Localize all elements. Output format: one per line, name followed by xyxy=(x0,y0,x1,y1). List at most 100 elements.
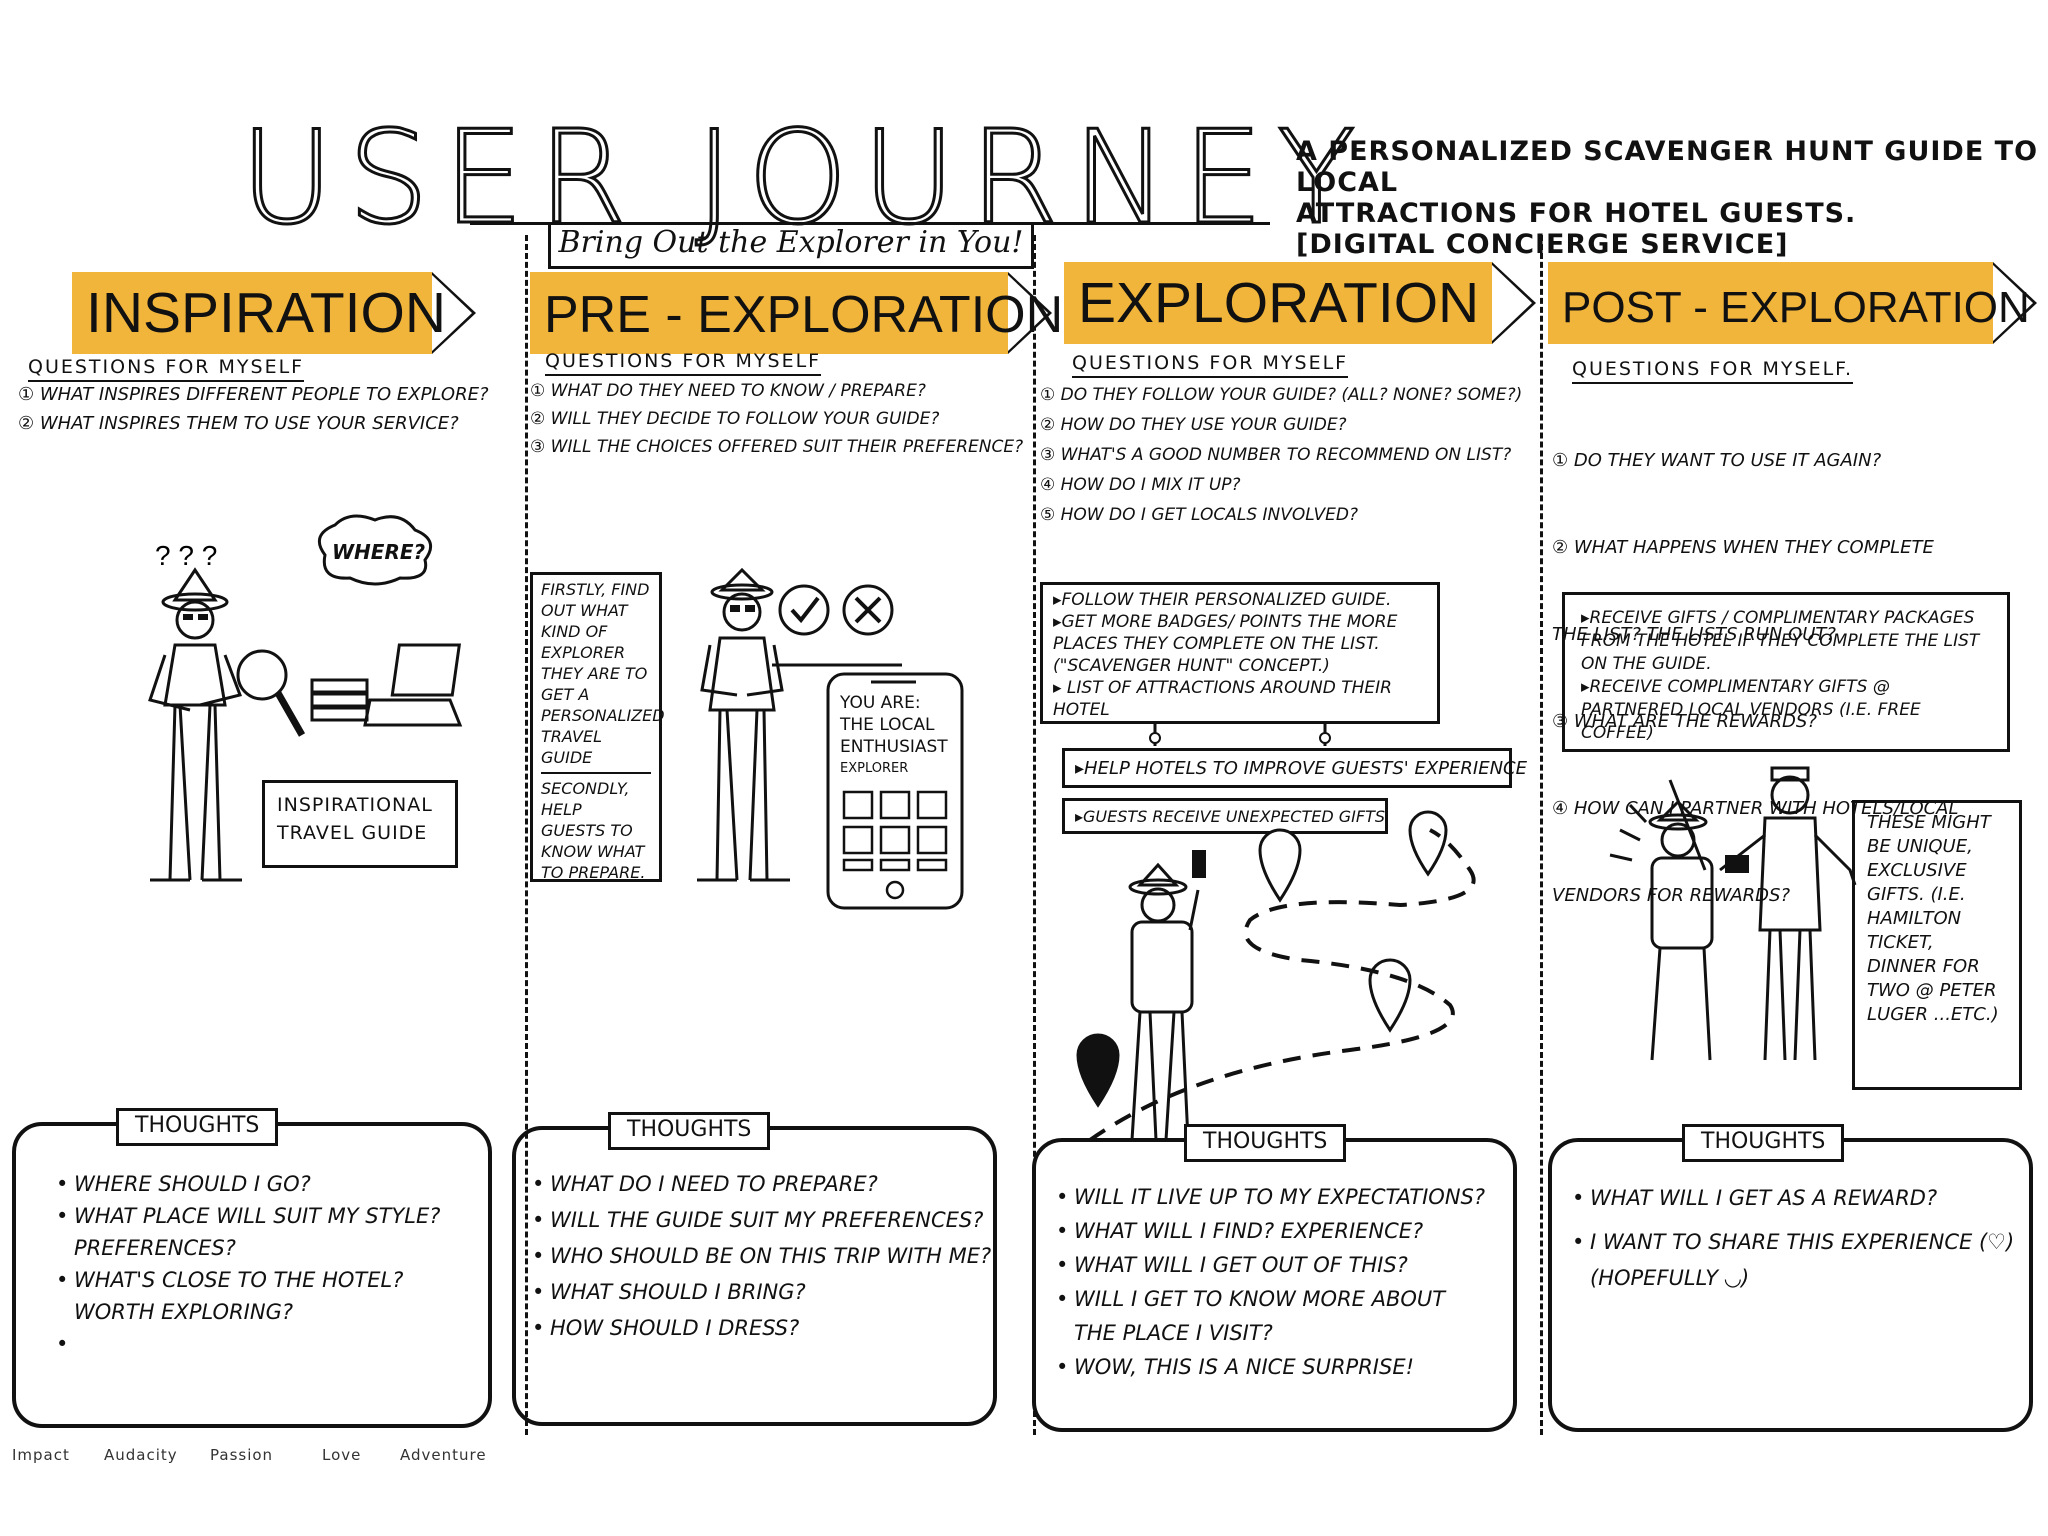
stage-title: INSPIRATION xyxy=(86,281,446,345)
question-item: ① DO THEY WANT TO USE IT AGAIN? xyxy=(1552,450,1882,471)
question-item: ② WHAT INSPIRES THEM TO USE YOUR SERVICE… xyxy=(18,413,459,434)
reward-item: ▸RECEIVE GIFTS / COMPLIMENTARY PACKAGES … xyxy=(1581,608,1980,674)
banner-arrow xyxy=(1492,262,1536,344)
check-and-cross-icon xyxy=(778,584,894,636)
magnifier-icon xyxy=(236,649,306,737)
banner-fill xyxy=(1548,262,1993,344)
phone-icon xyxy=(826,672,964,910)
thought-item: I WANT TO SHARE THIS EXPERIENCE (♡) (HOP… xyxy=(1572,1224,2029,1296)
thoughts-heading: THOUGHTS xyxy=(116,1108,279,1146)
person-with-phone-illustration xyxy=(697,567,902,882)
feature-item: ▸ LIST OF ATTRACTIONS AROUND THEIR HOTEL xyxy=(1053,678,1392,720)
questions-list-exploration: ① DO THEY FOLLOW YOUR GUIDE? (ALL? NONE?… xyxy=(1040,380,1522,530)
thought-cloud-icon xyxy=(317,514,433,586)
thought-item: WILL THE GUIDE SUIT MY PREFERENCES? xyxy=(532,1202,993,1238)
footer-value: Love xyxy=(322,1446,362,1464)
thought-item: WHAT SHOULD I BRING? xyxy=(532,1274,993,1310)
map-pin-icon xyxy=(1408,810,1448,877)
footer-value: Adventure xyxy=(400,1446,487,1464)
exclusive-gifts-note: THESE MIGHT BE UNIQUE, EXCLUSIVE GIFTS. … xyxy=(1852,800,2022,1090)
question-item: THE LIST? THE LISTS RUN OUT? xyxy=(1552,624,1836,645)
guest-receiving-gift-illustration xyxy=(1609,766,1857,1061)
pre-exploration-notes: FIRSTLY, FIND OUT WHAT KIND OF EXPLORER … xyxy=(530,572,665,882)
banner-arrow xyxy=(1993,262,2037,344)
thoughts-heading: THOUGHTS xyxy=(1184,1124,1347,1162)
question-item: ① DO THEY FOLLOW YOUR GUIDE? (ALL? NONE?… xyxy=(1040,385,1523,405)
thoughts-box-pre-exploration: THOUGHTS WHAT DO I NEED TO PREPARE? WILL… xyxy=(512,1112,997,1426)
feature-item: ▸FOLLOW THEIR PERSONALIZED GUIDE. xyxy=(1053,590,1392,610)
questions-heading: QUESTIONS FOR MYSELF. xyxy=(1572,358,1854,384)
stage-banner-post-exploration: POST - EXPLORATION xyxy=(1548,262,2038,344)
thought-item: WHAT WILL I GET AS A REWARD? xyxy=(1572,1180,2029,1216)
map-pin-filled-icon xyxy=(1076,1033,1120,1108)
subtitle-line-1: A PERSONALIZED SCAVENGER HUNT GUIDE TO L… xyxy=(1296,136,2039,198)
stage-banner-inspiration: INSPIRATION xyxy=(72,272,476,354)
column-divider xyxy=(525,235,528,1435)
feature-item: ▸GET MORE BADGES/ POINTS THE MORE PLACES… xyxy=(1053,612,1398,676)
question-item: ④ HOW CAN I PARTNER WITH HOTELS/LOCAL xyxy=(1552,798,1959,819)
phone-line-3: EXPLORER xyxy=(840,761,909,776)
exploration-features-box: ▸FOLLOW THEIR PERSONALIZED GUIDE. ▸GET M… xyxy=(1040,582,1440,724)
thought-item: WHAT WILL I GET OUT OF THIS? xyxy=(1056,1248,1513,1282)
questions-list-inspiration: ① WHAT INSPIRES DIFFERENT PEOPLE TO EXPL… xyxy=(18,380,489,438)
connector-pins xyxy=(1149,722,1331,746)
thoughts-box-exploration: THOUGHTS WILL IT LIVE UP TO MY EXPECTATI… xyxy=(1032,1124,1517,1432)
note-firstly: FIRSTLY, FIND OUT WHAT KIND OF EXPLORER … xyxy=(541,580,665,767)
thought-item: WHAT PLACE WILL SUIT MY STYLE? PREFERENC… xyxy=(56,1200,488,1264)
thought-bubble-text: WHERE? xyxy=(332,540,426,564)
question-mark-icon: ? ? ? xyxy=(155,540,217,571)
questions-heading: QUESTIONS FOR MYSELF xyxy=(28,356,305,382)
question-item: ① WHAT DO THEY NEED TO KNOW / PREPARE? xyxy=(530,381,926,401)
questions-list-pre-exploration: ① WHAT DO THEY NEED TO KNOW / PREPARE? ②… xyxy=(530,377,1023,461)
map-pin-icon xyxy=(1258,828,1302,903)
footer-value: Audacity xyxy=(104,1446,178,1464)
thought-item: WOW, THIS IS A NICE SURPRISE! xyxy=(1056,1350,1513,1384)
phone-line-2: THE LOCAL ENTHUSIAST xyxy=(840,715,948,757)
dashed-route-line xyxy=(1088,828,1476,1142)
tagline-rule xyxy=(470,222,1270,225)
question-item: ④ HOW DO I MIX IT UP? xyxy=(1040,475,1241,495)
help-hotels-tag: ▸HELP HOTELS TO IMPROVE GUESTS' EXPERIEN… xyxy=(1062,748,1527,788)
thought-item: WHO SHOULD BE ON THIS TRIP WITH ME? xyxy=(532,1238,993,1274)
footer-value: Passion xyxy=(210,1446,274,1464)
thoughts-box-post-exploration: THOUGHTS WHAT WILL I GET AS A REWARD? I … xyxy=(1548,1124,2033,1432)
banner-fill xyxy=(1064,262,1492,344)
question-item: VENDORS FOR REWARDS? xyxy=(1552,885,1791,906)
thoughts-heading: THOUGHTS xyxy=(608,1112,771,1150)
subtitle-line-3: [DIGITAL CONCIERGE SERVICE] xyxy=(1296,229,1789,260)
page-subtitle: A PERSONALIZED SCAVENGER HUNT GUIDE TO L… xyxy=(1296,136,2048,260)
stage-banner-exploration: EXPLORATION xyxy=(1064,262,1536,344)
sunglasses-icon xyxy=(183,614,193,620)
banner-fill xyxy=(72,272,432,354)
stage-title: POST - EXPLORATION xyxy=(1562,283,2030,332)
explorer-route-map-illustration xyxy=(1076,810,1476,1142)
thought-item: WHAT'S CLOSE TO THE HOTEL? WORTH EXPLORI… xyxy=(56,1264,488,1328)
questions-heading: QUESTIONS FOR MYSELF xyxy=(545,350,822,376)
question-item: ③ WILL THE CHOICES OFFERED SUIT THEIR PR… xyxy=(530,437,1024,457)
inspirational-guide-caption: INSPIRATIONAL TRAVEL GUIDE xyxy=(262,780,458,868)
phone-line-1: YOU ARE: xyxy=(840,693,921,713)
question-item: ② WILL THEY DECIDE TO FOLLOW YOUR GUIDE? xyxy=(530,409,940,429)
tagline: Bring Out the Explorer in You! xyxy=(548,222,1034,269)
reward-item: ▸RECEIVE COMPLIMENTARY GIFTS @ PARTNERED… xyxy=(1581,677,1921,743)
column-divider xyxy=(1033,235,1036,1435)
thought-item: WILL I GET TO KNOW MORE ABOUT THE PLACE … xyxy=(1056,1282,1513,1350)
column-divider xyxy=(1540,235,1543,1435)
questions-heading: QUESTIONS FOR MYSELF xyxy=(1072,352,1349,378)
thought-item: WHERE SHOULD I GO? xyxy=(56,1168,488,1200)
banner-arrow xyxy=(432,272,476,354)
questions-list-post-exploration: ① DO THEY WANT TO USE IT AGAIN? ② WHAT H… xyxy=(1552,388,1959,939)
stage-title: EXPLORATION xyxy=(1078,271,1480,335)
question-item: ③ WHAT ARE THE REWARDS? xyxy=(1552,711,1817,732)
gift-icon xyxy=(1725,855,1749,873)
thought-item: HOW SHOULD I DRESS? xyxy=(532,1310,993,1346)
question-item: ② HOW DO THEY USE YOUR GUIDE? xyxy=(1040,415,1347,435)
laptop-and-books-icon xyxy=(310,643,463,727)
question-item: ③ WHAT'S A GOOD NUMBER TO RECOMMEND ON L… xyxy=(1040,445,1512,465)
person-thinking-illustration: ? ? ? xyxy=(148,540,242,882)
post-exploration-rewards-box: ▸RECEIVE GIFTS / COMPLIMENTARY PACKAGES … xyxy=(1562,592,2010,752)
thoughts-heading: THOUGHTS xyxy=(1682,1124,1845,1162)
question-item: ⑤ HOW DO I GET LOCALS INVOLVED? xyxy=(1040,505,1358,525)
stage-banner-pre-exploration: PRE - EXPLORATION xyxy=(530,272,1063,354)
thought-item: WILL IT LIVE UP TO MY EXPECTATIONS? xyxy=(1056,1180,1513,1214)
